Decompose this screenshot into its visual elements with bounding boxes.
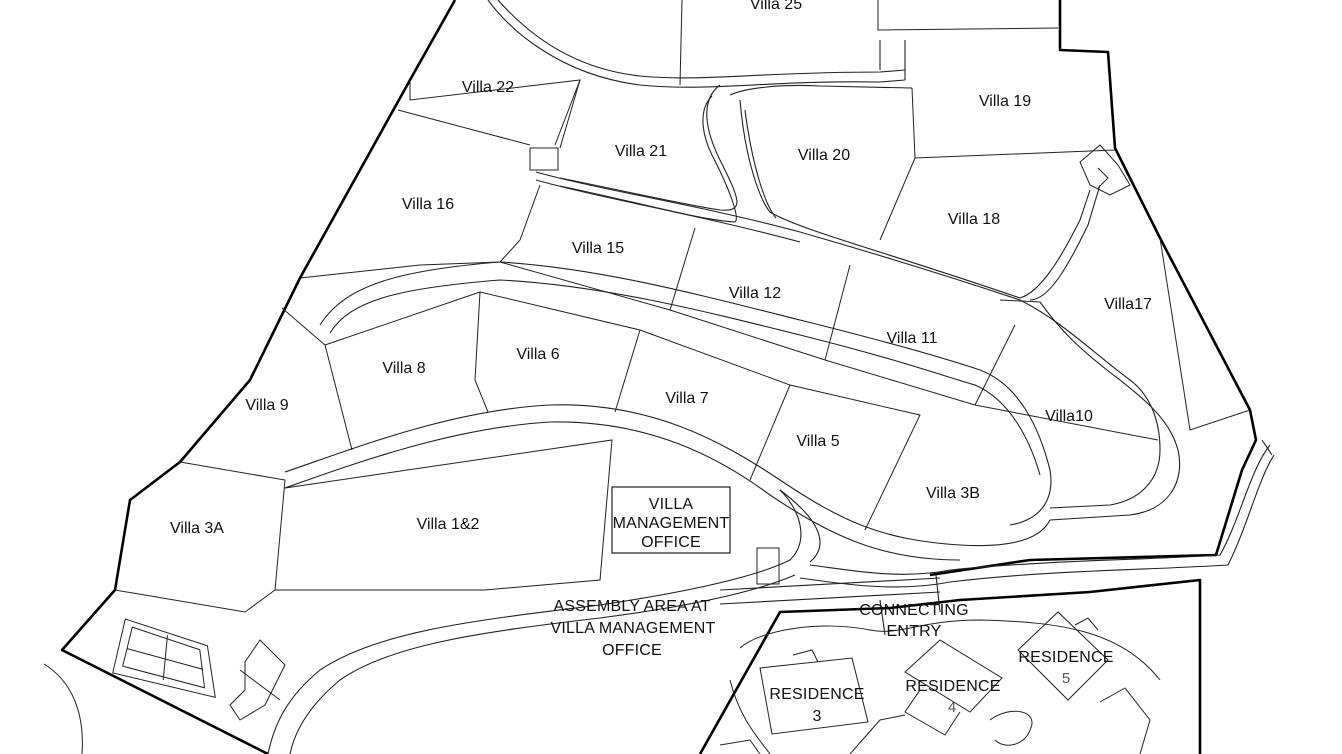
label-villa-20: Villa 20 bbox=[798, 147, 850, 164]
residence-buildings bbox=[719, 611, 1161, 754]
plot-boundaries bbox=[114, 0, 1251, 613]
assembly-area-line-1: ASSEMBLY AREA AT bbox=[553, 598, 710, 615]
assembly-area-line-3: OFFICE bbox=[602, 642, 662, 659]
residence-4-label: RESIDENCE bbox=[905, 678, 1000, 695]
label-villa-18: Villa 18 bbox=[948, 211, 1000, 228]
label-villa-3b: Villa 3B bbox=[926, 485, 980, 502]
label-villa-15: Villa 15 bbox=[572, 240, 624, 257]
residence-3-label: RESIDENCE bbox=[769, 686, 864, 703]
label-villa-8: Villa 8 bbox=[382, 360, 425, 377]
label-villa-12: Villa 12 bbox=[729, 285, 781, 302]
connecting-entry-label: CONNECTING ENTRY bbox=[859, 602, 969, 640]
management-office-building bbox=[611, 486, 731, 554]
landscape-curve bbox=[43, 663, 83, 754]
small-structures bbox=[229, 144, 1131, 721]
villa-labels: Villa 25 Villa 22 Villa 21 Villa 20 Vill… bbox=[170, 0, 1152, 537]
management-office-label: VILLA MANAGEMENT OFFICE bbox=[613, 496, 730, 551]
label-villa-22: Villa 22 bbox=[462, 79, 514, 96]
management-office-line-1: VILLA bbox=[649, 496, 694, 513]
internal-roads bbox=[267, 0, 1275, 754]
label-villa-10: Villa10 bbox=[1045, 408, 1093, 425]
residence-5-label: RESIDENCE bbox=[1018, 649, 1113, 666]
label-villa-1-2: Villa 1&2 bbox=[417, 516, 480, 533]
label-villa-19: Villa 19 bbox=[979, 93, 1031, 110]
label-villa-9: Villa 9 bbox=[245, 397, 288, 414]
tennis-court bbox=[112, 618, 216, 699]
residence-4-number: 4 bbox=[948, 699, 956, 716]
label-villa-11: Villa 11 bbox=[887, 330, 938, 347]
connecting-entry-line-2: ENTRY bbox=[887, 623, 942, 640]
residence-5-number: 5 bbox=[1062, 670, 1070, 687]
label-villa-17: Villa17 bbox=[1104, 296, 1152, 313]
label-villa-7: Villa 7 bbox=[665, 390, 708, 407]
label-villa-21: Villa 21 bbox=[615, 143, 667, 160]
management-office-line-2: MANAGEMENT bbox=[613, 515, 730, 532]
residence-3-number: 3 bbox=[812, 708, 821, 725]
site-boundary bbox=[60, 0, 1258, 754]
assembly-area-label: ASSEMBLY AREA AT VILLA MANAGEMENT OFFICE bbox=[550, 598, 715, 659]
management-office-line-3: OFFICE bbox=[641, 534, 701, 551]
label-villa-3a: Villa 3A bbox=[170, 520, 224, 537]
residence-labels: RESIDENCE 3 RESIDENCE 4 RESIDENCE 5 bbox=[769, 649, 1113, 725]
assembly-area-line-2: VILLA MANAGEMENT bbox=[550, 620, 715, 637]
label-villa-16: Villa 16 bbox=[402, 196, 454, 213]
label-villa-6: Villa 6 bbox=[516, 346, 559, 363]
connecting-entry-line-1: CONNECTING bbox=[859, 602, 969, 619]
label-villa-5: Villa 5 bbox=[796, 433, 839, 450]
label-villa-25: Villa 25 bbox=[750, 0, 802, 13]
